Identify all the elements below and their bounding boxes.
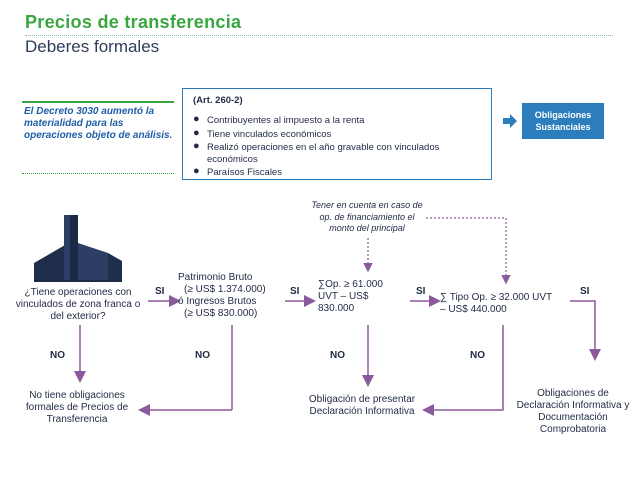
bullet-icon: ●: [193, 126, 200, 139]
article-heading: (Art. 260-2): [193, 95, 243, 106]
article-item: ●Paraísos Fiscales: [193, 165, 282, 178]
building-icon: [34, 215, 122, 282]
outcome-no-obligaciones: No tiene obligaciones formales de Precio…: [25, 390, 129, 425]
label-no: NO: [330, 350, 345, 361]
outcome-declaracion-informativa: Obligación de presentar Declaración Info…: [308, 394, 416, 417]
bullet-icon: ●: [193, 165, 200, 177]
decree-note: El Decreto 3030 aumentó la materialidad …: [24, 106, 173, 141]
outcome-documentacion: Obligaciones de Declaración Informativa …: [516, 388, 630, 435]
label-si: SI: [580, 286, 590, 297]
title-divider: [25, 35, 613, 36]
obligaciones-sustanciales-box: Obligaciones Sustanciales: [522, 103, 604, 139]
bullet-icon: ●: [193, 140, 200, 152]
question-vinculados: ¿Tiene operaciones con vinculados de zon…: [15, 287, 141, 322]
label-si: SI: [416, 286, 426, 297]
label-no: NO: [195, 350, 210, 361]
question-sum-operaciones: ∑Op. ≥ 61.000 UVT – US$ 830.000: [318, 279, 383, 314]
note-bottom-rule: [22, 173, 174, 174]
arrow-right-icon: [503, 114, 517, 128]
label-si: SI: [290, 286, 300, 297]
article-list: ●Contribuyentes al impuesto a la renta ●…: [193, 113, 483, 181]
financing-note: Tener en cuenta en caso de op. de financ…: [311, 200, 423, 233]
label-no: NO: [470, 350, 485, 361]
page-title: Precios de transferencia: [25, 12, 242, 32]
page-subtitle: Deberes formales: [25, 37, 160, 56]
article-item: ●Tiene vinculados económicos: [193, 126, 332, 140]
article-item: ●Realizó operaciones en el año gravable …: [193, 140, 440, 165]
question-tipo-operacion: ∑ Tipo Op. ≥ 32.000 UVT – US$ 440.000: [440, 292, 553, 315]
bullet-icon: ●: [193, 113, 200, 125]
label-si: SI: [155, 286, 165, 297]
label-no: NO: [50, 350, 65, 361]
article-box: (Art. 260-2) ●Contribuyentes al impuesto…: [182, 88, 492, 180]
question-patrimonio: Patrimonio Bruto (≥ US$ 1.374.000) ó Ing…: [178, 272, 266, 319]
note-top-rule: [22, 101, 174, 103]
article-item: ●Contribuyentes al impuesto a la renta: [193, 113, 365, 126]
